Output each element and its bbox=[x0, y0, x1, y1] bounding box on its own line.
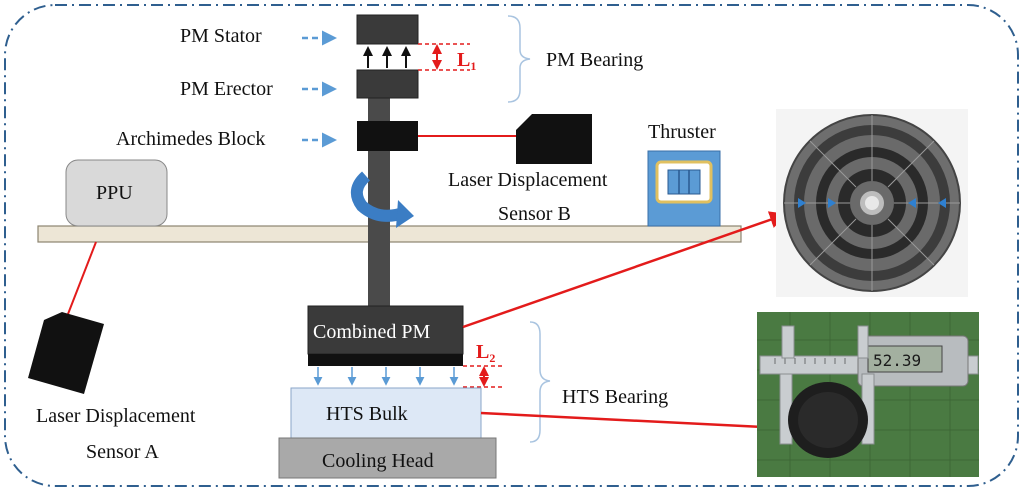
combined-pm-block bbox=[307, 305, 464, 355]
combined-pm-base bbox=[308, 354, 463, 366]
hts-bulk-label: HTS Bulk bbox=[326, 403, 408, 425]
laser-a-label-line1: Laser Displacement bbox=[36, 405, 196, 427]
pm-bearing-brace bbox=[507, 15, 531, 103]
thruster-grid bbox=[667, 169, 701, 195]
hts-bulk-block bbox=[290, 387, 482, 439]
hts-bulk-photo: 52.39 bbox=[757, 312, 979, 477]
l2-label: L2 bbox=[476, 341, 495, 365]
laser-sensor-b bbox=[516, 114, 592, 164]
pm-stator-block bbox=[356, 14, 419, 45]
pm-erector-block bbox=[356, 69, 419, 99]
pm-erector-label: PM Erector bbox=[180, 78, 273, 100]
caliper-reading: 52.39 bbox=[873, 351, 921, 370]
flux-arrows bbox=[313, 367, 459, 386]
pm-stator-label: PM Stator bbox=[180, 25, 262, 47]
thruster-label: Thruster bbox=[648, 121, 716, 143]
laser-sensor-a bbox=[28, 312, 104, 394]
laser-b-label-line2: Sensor B bbox=[498, 203, 571, 225]
laser-b-label-line1: Laser Displacement bbox=[448, 169, 608, 191]
rotation-arrowhead bbox=[396, 200, 414, 228]
combined-pm-photo bbox=[776, 109, 968, 297]
ppu-box bbox=[65, 159, 168, 227]
ppu-label: PPU bbox=[96, 182, 133, 204]
archimedes-block-label: Archimedes Block bbox=[116, 128, 265, 150]
l1-label: L1 bbox=[457, 49, 476, 73]
archimedes-block bbox=[357, 121, 418, 151]
rotation-arrow bbox=[350, 171, 409, 222]
cooling-head-block bbox=[278, 437, 497, 479]
hts-bearing-brace bbox=[529, 321, 551, 443]
hts-bearing-label: HTS Bearing bbox=[562, 386, 668, 408]
laser-a-beam bbox=[67, 241, 97, 315]
cooling-head-label: Cooling Head bbox=[322, 450, 434, 472]
combined-pm-label: Combined PM bbox=[313, 321, 430, 343]
frame-border bbox=[4, 4, 1019, 487]
pm-bearing-label: PM Bearing bbox=[546, 49, 643, 71]
laser-a-label-line2: Sensor A bbox=[86, 441, 159, 463]
pointer-to-pm-photo bbox=[462, 211, 788, 329]
pointer-to-bulk-photo bbox=[480, 411, 786, 437]
